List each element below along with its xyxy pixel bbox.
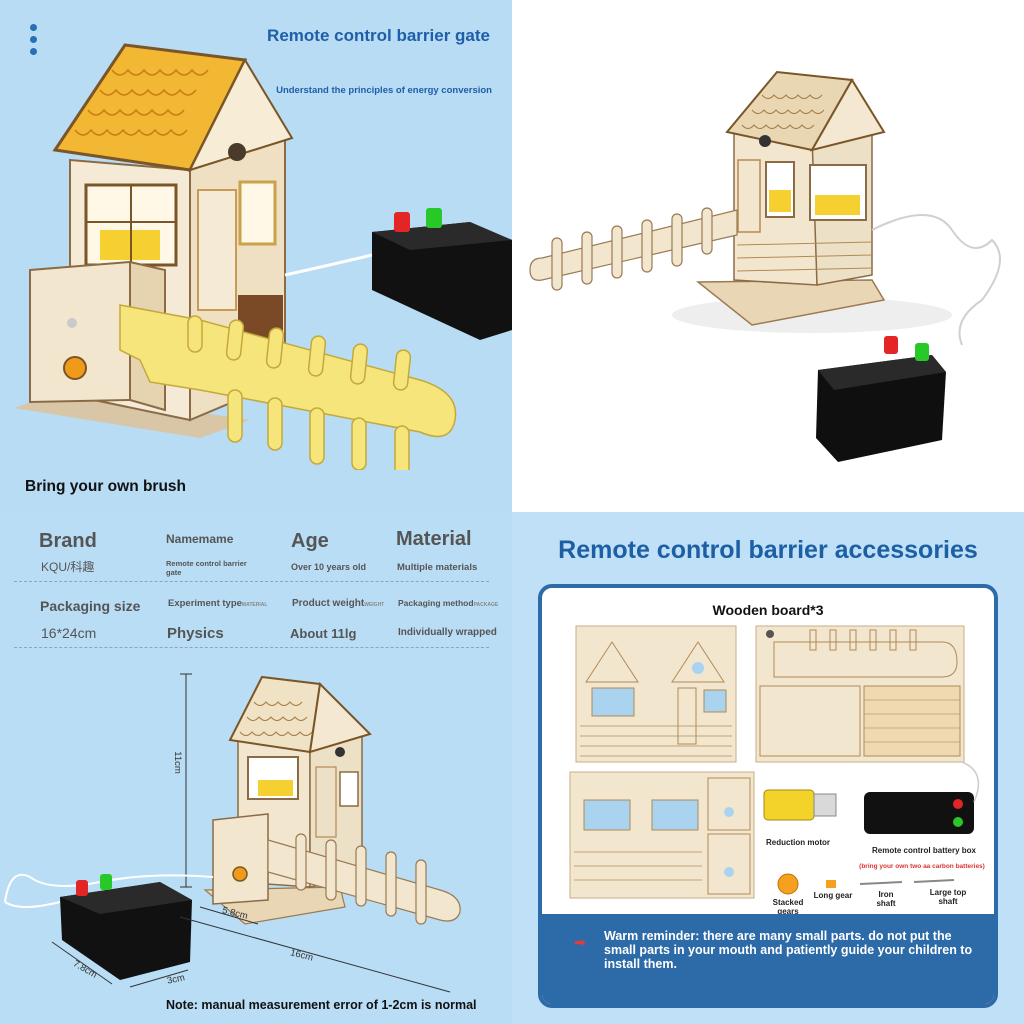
stacked-gears-label: Stacked gears — [772, 898, 804, 916]
barrier-gate-illustration — [14, 43, 512, 470]
warm-reminder: ➡ Warm reminder: there are many small pa… — [542, 914, 994, 1004]
age-heading: Age — [291, 530, 329, 552]
parts-illustration — [569, 625, 980, 899]
battery-box-label: Remote control battery box — [871, 846, 976, 855]
material-heading: Material — [396, 528, 472, 550]
method-heading: Packaging methodPACKAGE — [398, 598, 499, 608]
height-label: 11cm — [171, 751, 183, 774]
hero-subtitle: Understand the principles of energy conv… — [276, 85, 492, 96]
experiment-heading: Experiment typeMATERIAL — [168, 598, 268, 609]
barrier-gate-photo — [529, 70, 1001, 462]
decor-dots — [30, 24, 37, 60]
name-value: Remote control barrier gate — [166, 559, 247, 577]
name-heading: Namemame — [166, 532, 234, 546]
weight-heading: Product weightWEIGHT — [292, 598, 385, 609]
accessories-panel: Remote control barrier accessories Woode… — [512, 512, 1024, 1024]
age-value: Over 10 years old — [291, 562, 367, 572]
wooden-board-title: Wooden board*3 — [712, 602, 824, 618]
divider — [14, 647, 489, 648]
long-gear-label: Long gear — [813, 891, 853, 900]
accessories-card: Wooden board*3 — [538, 584, 998, 1008]
weight-value: About 11lg — [290, 626, 357, 641]
brand-heading: Brand — [39, 530, 97, 552]
material-value: Multiple materials — [397, 562, 478, 573]
spec-panel: Brand KQU/科趣 Namemame Remote control bar… — [0, 512, 512, 1024]
pack-size-value: 16*24cm — [41, 625, 97, 641]
experiment-value: Physics — [167, 625, 224, 642]
brand-value: KQU/科趣 — [41, 560, 95, 574]
top-shaft-label: Large top shaft — [929, 888, 967, 906]
measurement-note: Note: manual measurement error of 1-2cm … — [166, 998, 477, 1012]
method-value: Individually wrapped — [398, 627, 497, 638]
product-photo-panel — [512, 0, 1024, 512]
brush-note: Bring your own brush — [25, 478, 187, 495]
accessories-title: Remote control barrier accessories — [558, 536, 978, 564]
arrow-right-icon: ➡ — [574, 934, 586, 950]
reminder-text: Warm reminder: there are many small part… — [604, 929, 973, 971]
divider — [14, 581, 489, 582]
battery-note: (bring your own two aa carbon batteries) — [859, 863, 985, 870]
iron-shaft-label: Iron shaft — [876, 890, 896, 908]
dimension-illustration — [4, 673, 461, 993]
hero-title: Remote control barrier gate — [267, 26, 490, 45]
pack-size-heading: Packaging size — [40, 598, 141, 614]
hero-panel: Remote control barrier gate Understand t… — [0, 0, 512, 512]
motor-label: Reduction motor — [766, 838, 830, 847]
